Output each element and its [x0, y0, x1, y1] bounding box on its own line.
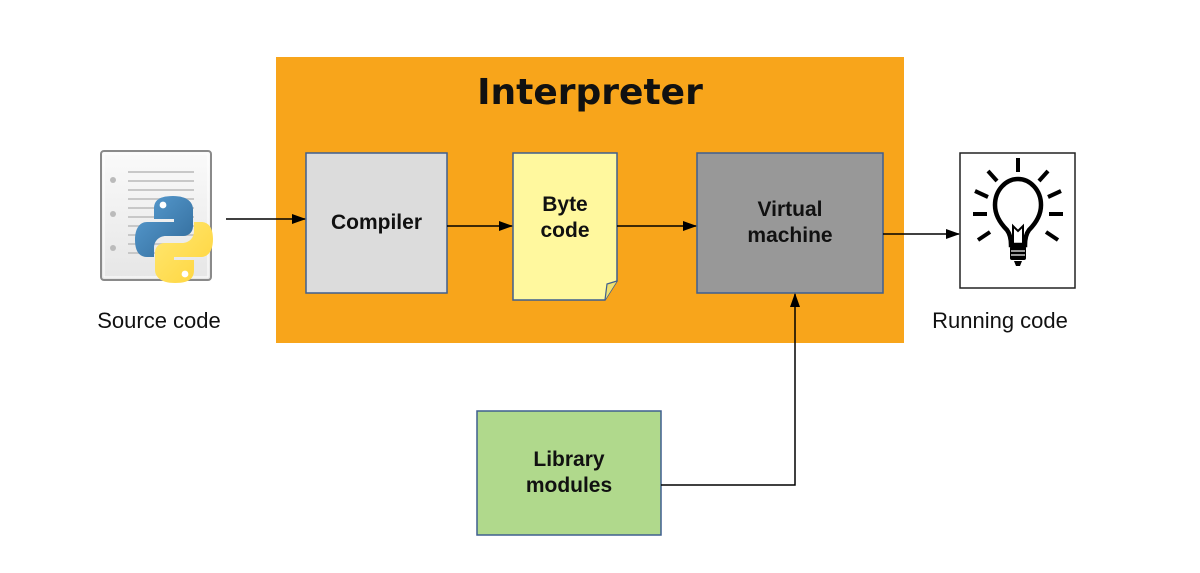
python-source-file-icon: [100, 150, 213, 283]
bytecode-label: Byte code: [540, 193, 590, 242]
lightbulb-icon: [973, 158, 1063, 266]
library-box: [476, 410, 662, 536]
library-label: Library modules: [525, 448, 613, 497]
interpreter-title: Interpreter: [477, 72, 703, 113]
vm-box: [696, 152, 884, 294]
source-code-caption: Source code: [97, 308, 221, 333]
running-code-box: [959, 152, 1076, 289]
arrow-library-to-vm: [661, 293, 800, 486]
bytecode-fold: [604, 280, 618, 301]
vm-label: Virtual machine: [747, 198, 833, 247]
compiler-label: Compiler: [330, 211, 422, 234]
running-code-caption: Running code: [932, 308, 1068, 333]
compiler-box: [305, 152, 448, 294]
